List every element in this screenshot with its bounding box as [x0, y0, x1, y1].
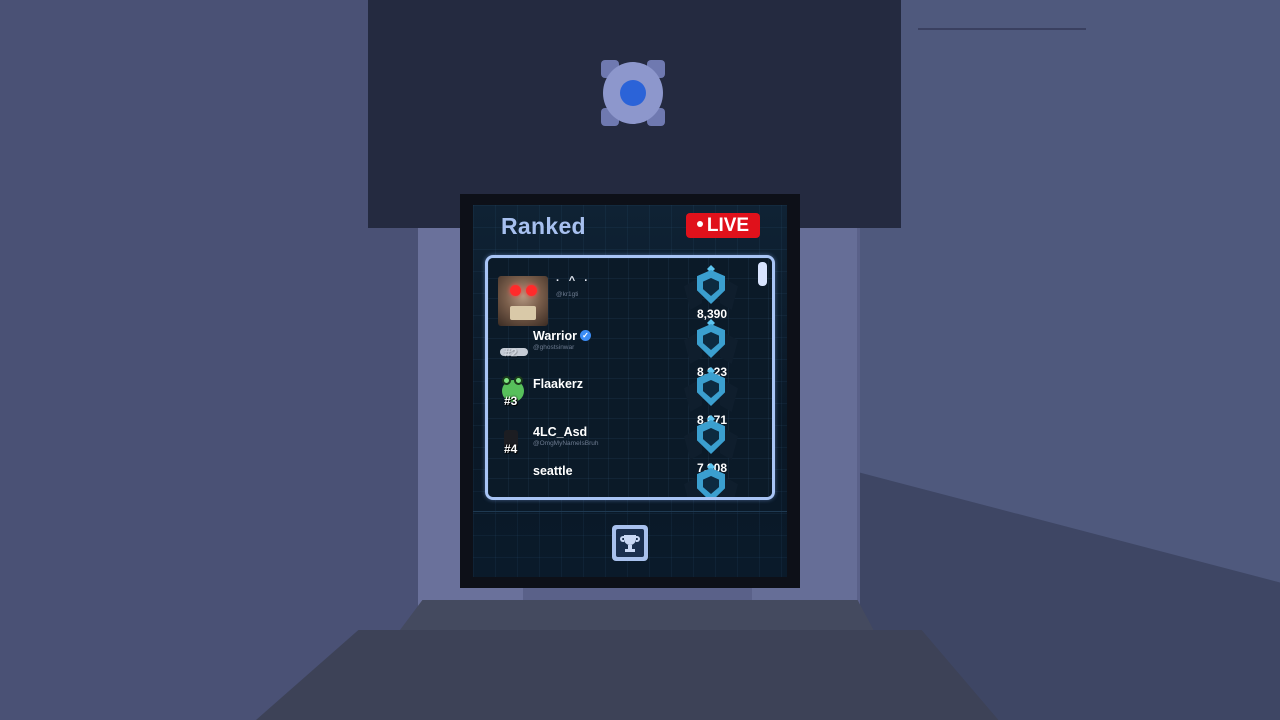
rank-number: #4: [504, 442, 518, 456]
trophy-base: [625, 549, 635, 552]
emblem-shield-inner: [703, 380, 719, 398]
live-label: LIVE: [706, 215, 750, 236]
gear-core: [620, 80, 646, 106]
skull-jaw: [510, 306, 536, 320]
dark-avatar-icon: [498, 422, 530, 462]
player-name: 4LC_Asd: [533, 425, 588, 439]
floor-shadow: [256, 630, 999, 720]
winged-shield-icon: [684, 415, 738, 466]
player-name: seattle: [533, 464, 573, 478]
blurred-avatar-icon: [498, 326, 530, 366]
frog-eye: [502, 376, 511, 385]
live-dot-icon: [696, 220, 703, 227]
player-handle: @OmgMyNameIsBruh: [533, 440, 599, 447]
frog-eye: [514, 376, 523, 385]
trophy-button[interactable]: [612, 525, 648, 561]
emblem-shield-inner: [703, 476, 719, 494]
winged-shield-icon: [684, 367, 738, 418]
list-item[interactable]: seattle: [488, 463, 772, 497]
skull-avatar-icon: [498, 276, 548, 326]
player-score: 8,390: [696, 307, 728, 321]
winged-shield-icon: [684, 463, 738, 497]
list-scrollbar[interactable]: [758, 262, 767, 286]
rank-number: #3: [504, 394, 518, 408]
emblem-shield-inner: [703, 428, 719, 446]
trophy-stem: [628, 545, 632, 549]
blurred-avatar: [500, 348, 528, 356]
leaderboard-divider: [473, 511, 787, 512]
trophy-handle: [620, 536, 624, 542]
emblem-shield-inner: [703, 332, 719, 350]
list-item[interactable]: #2 Warrior✓ @ghostsinwar 8,123: [488, 319, 772, 379]
leaderboard-list-body: · ^ · @kr1gti 8,390 #2: [488, 258, 772, 497]
trophy-cup: [624, 535, 636, 545]
player-handle: @kr1gti: [556, 291, 579, 298]
trophy-handle: [636, 536, 640, 542]
live-badge: LIVE: [686, 213, 760, 238]
emblem-crest: [707, 415, 715, 423]
skull-avatar: [498, 276, 548, 326]
list-item[interactable]: #3 Flaakerz 8,071: [488, 367, 772, 427]
emblem-crest: [707, 463, 715, 471]
skull-eye: [510, 285, 521, 296]
skull-eye: [526, 285, 537, 296]
leaderboard-list[interactable]: · ^ · @kr1gti 8,390 #2: [485, 255, 775, 500]
player-name: Flaakerz: [533, 377, 584, 391]
emblem-crest: [707, 319, 715, 327]
left-wall: [0, 0, 430, 720]
ranked-leaderboard: Ranked LIVE · ^ · @kr1gti: [473, 205, 787, 577]
rank-number: #2: [504, 346, 518, 360]
verified-check-icon: ✓: [580, 330, 591, 342]
emblem-shield-inner: [703, 278, 719, 296]
dark-avatar: [504, 430, 518, 448]
emblem-crest: [707, 265, 715, 273]
list-item[interactable]: #4 4LC_Asd @OmgMyNameIsBruh 7,908: [488, 415, 772, 475]
frog-avatar-icon: [498, 374, 530, 414]
winged-shield-icon: [684, 319, 738, 370]
player-name: · ^ ·: [556, 275, 591, 287]
player-name-text: Warrior: [533, 329, 577, 343]
trophy-icon: [616, 529, 644, 557]
winged-shield-icon: [684, 265, 738, 316]
list-item[interactable]: · ^ · @kr1gti 8,390: [488, 258, 772, 326]
ceiling-seam: [918, 28, 1086, 30]
player-handle: @ghostsinwar: [533, 344, 575, 351]
frog-avatar: [502, 376, 524, 402]
gear-icon: [601, 56, 665, 130]
leaderboard-title: Ranked: [501, 213, 586, 239]
player-name: Warrior✓: [533, 329, 591, 343]
emblem-crest: [707, 367, 715, 375]
